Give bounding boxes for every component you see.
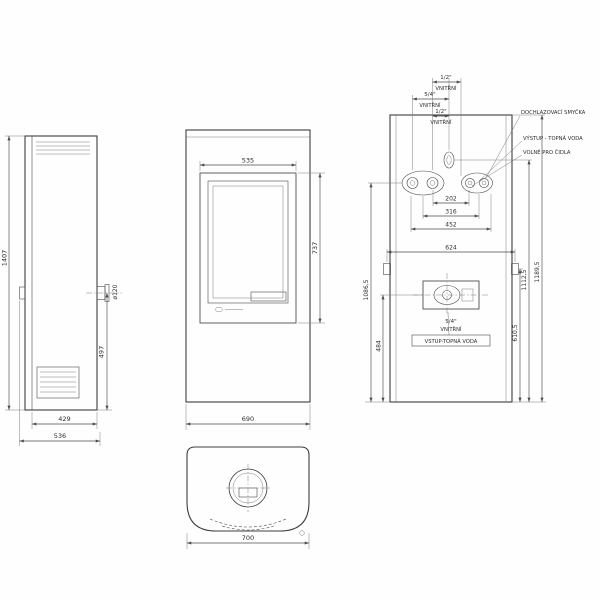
top-detail-circle [299, 530, 305, 536]
dim-fitting-top-half: 1/2" VNITŘNÍ [412, 75, 462, 176]
dim-624-label: 624 [445, 245, 457, 252]
fitting-mid-unit-label: VNITŘNÍ [419, 101, 441, 109]
rear-side-fitting-left [383, 263, 391, 275]
dim-452: 452 [410, 194, 492, 232]
dim-total-height-side: 1407 [1, 135, 25, 411]
callout-heating-outlet-label: VÝSTUP - TOPNÁ VODA [523, 135, 583, 142]
fitting-low-size-label: 1/2" [435, 109, 446, 115]
front-view: 535 737 690 [185, 129, 325, 430]
fitting-top-size-label: 1/2" [440, 75, 451, 81]
dim-door-height-737: 737 [298, 172, 325, 324]
front-glass-outer [207, 180, 289, 304]
side-view: ø120 497 1407 429 536 [1, 135, 122, 446]
inlet-name-label: VSTUP-TOPNÁ VODA [425, 338, 478, 345]
top-front-curve-1 [209, 518, 287, 528]
dim-452-label: 452 [445, 222, 457, 229]
front-control-strip [250, 291, 287, 302]
callout-cooling-loop-label: DOCHLAZOVACÍ SMYČKA [521, 109, 586, 116]
inlet-size-label: 5/4" [445, 319, 456, 325]
rear-top-slot-fitting [443, 151, 455, 169]
top-body-outline [186, 446, 310, 532]
dim-fitting-mid-54: 5/4" VNITŘNÍ [412, 92, 449, 109]
dim-624: 624 [386, 245, 516, 262]
dim-1189-5-label: 1189,5 [534, 261, 541, 282]
dim-202: 202 [432, 190, 470, 206]
inlet-unit-label: VNITŘNÍ [440, 325, 462, 333]
dim-1189-5: 1189,5 [512, 114, 545, 402]
dim-depth-429: 429 [31, 412, 98, 429]
rear-inlet-assembly [413, 273, 489, 316]
dim-610-5: 610,5 [512, 268, 523, 402]
dim-1112-5-label: 1112,5 [521, 269, 528, 290]
dim-700-label: 700 [242, 534, 254, 542]
side-flue-diameter-label: ø120 [112, 284, 119, 299]
dim-610-5-label: 610,5 [512, 324, 519, 341]
top-flue-collar [226, 464, 270, 512]
inlet-label-box [411, 334, 491, 347]
dim-1086-5: 1086,5 [363, 182, 402, 402]
dim-depth-536: 536 [19, 301, 101, 446]
top-view: 700 [186, 446, 310, 549]
dim-316-label: 316 [445, 209, 457, 216]
dim-depth-429-label: 429 [58, 415, 70, 423]
callout-heating-outlet: VÝSTUP - TOPNÁ VODA [478, 135, 583, 182]
dim-depth-536-label: 536 [54, 432, 66, 440]
dim-door-height-label: 737 [311, 242, 319, 254]
dim-pipe-height-497: 497 [97, 293, 112, 411]
dim-fitting-low-half: 1/2" VNITŘNÍ [430, 109, 452, 126]
callout-sensor-ports: VOLNÉ PRO ČIDLA [471, 148, 571, 187]
dim-484: 484 [376, 294, 423, 402]
dim-1112-5: 1112,5 [454, 159, 532, 402]
fitting-mid-size-label: 5/4" [424, 92, 435, 98]
dim-pipe-height-label: 497 [98, 346, 106, 358]
dim-width-690: 690 [185, 404, 311, 430]
dim-width-690-label: 690 [242, 415, 254, 423]
callout-sensor-ports-label: VOLNÉ PRO ČIDLA [523, 148, 571, 156]
inlet-labels: 5/4" VNITŘNÍ VSTUP-TOPNÁ VODA [411, 311, 491, 347]
fitting-low-unit-label: VNITŘNÍ [430, 118, 452, 126]
side-body-outline [24, 135, 98, 411]
side-top-vent [36, 141, 90, 155]
dim-316: 316 [422, 194, 480, 219]
side-door-handle [19, 286, 26, 300]
fitting-top-unit-label: VNITŘNÍ [435, 84, 457, 92]
dim-total-height-label: 1407 [1, 250, 9, 267]
rear-view: 1/2" VNITŘNÍ 5/4" VNITŘNÍ 1/2" VNITŘNÍ D… [363, 75, 586, 403]
dim-202-label: 202 [445, 196, 457, 203]
front-glass-inner [212, 185, 284, 299]
side-bottom-grille [36, 366, 80, 399]
front-door-frame [199, 172, 297, 324]
dim-1086-5-label: 1086,5 [363, 279, 370, 300]
rear-body-outline [389, 114, 513, 403]
rear-left-fitting-plate [401, 170, 445, 196]
dim-700: 700 [186, 533, 310, 549]
dim-door-width-label: 535 [242, 157, 254, 165]
dim-484-label: 484 [376, 340, 383, 352]
front-body-outline [185, 129, 311, 403]
top-front-curve-2 [221, 525, 275, 531]
brand-mark [215, 306, 243, 313]
dim-door-width-535: 535 [199, 157, 297, 171]
callout-cooling-loop: DOCHLAZOVACÍ SMYČKA [485, 109, 586, 179]
